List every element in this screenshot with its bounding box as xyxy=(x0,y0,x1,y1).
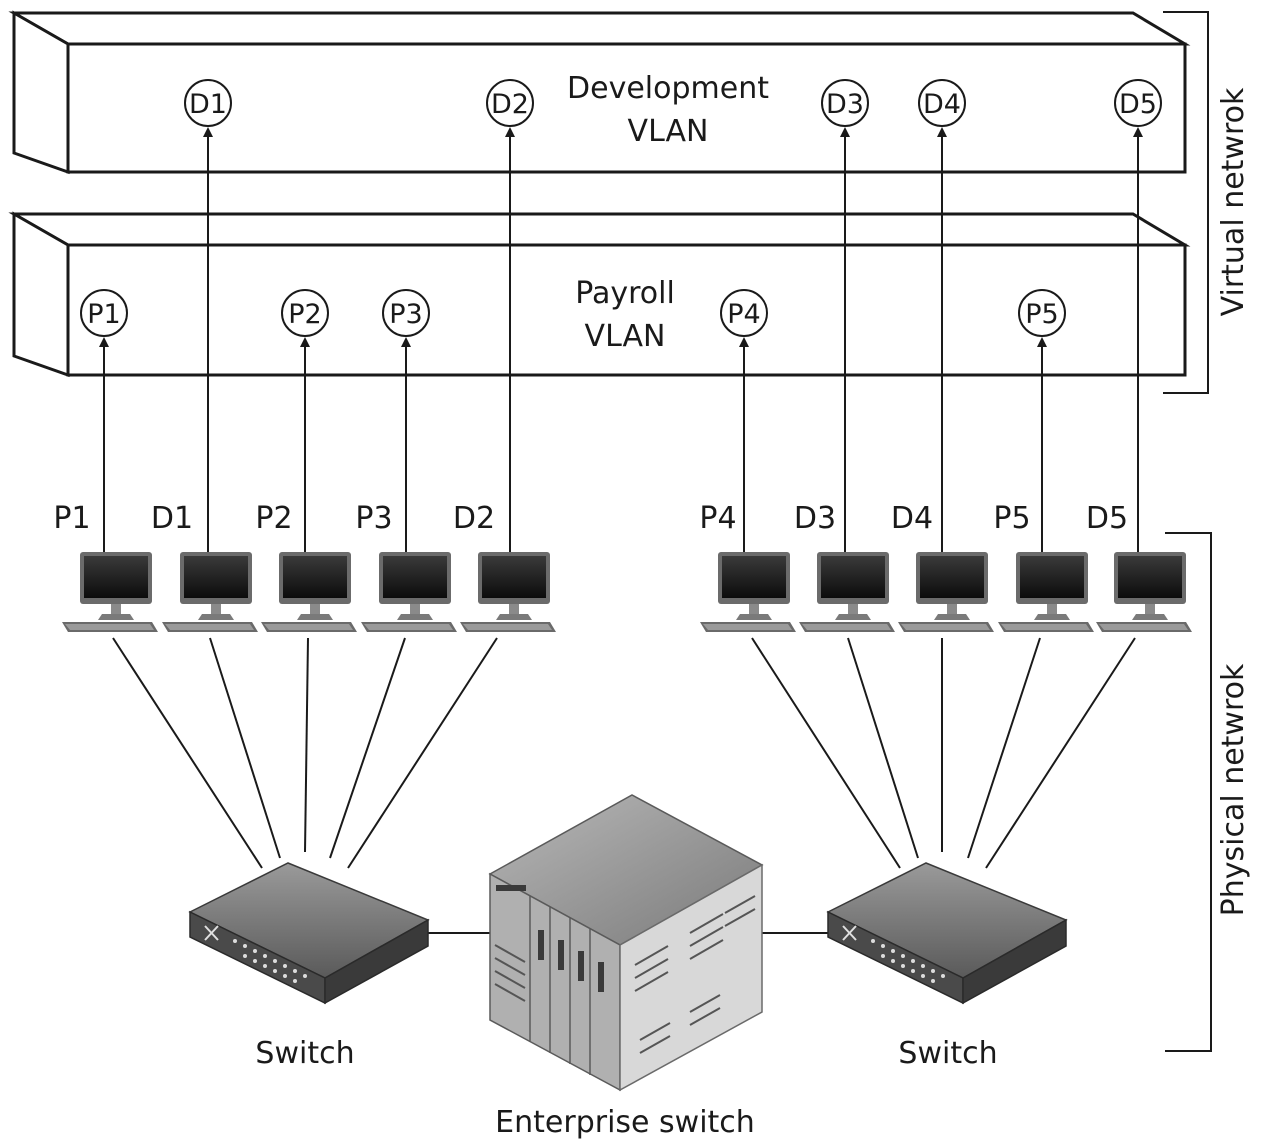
left-switch-icon xyxy=(188,862,430,1005)
cable-right-5 xyxy=(985,637,1136,869)
computer-label-d5: D5 xyxy=(1086,501,1128,536)
development-vlan-box-top xyxy=(8,11,1191,46)
development-vlan-title-line1: Development xyxy=(567,71,769,106)
node-p4-label: P4 xyxy=(727,299,760,330)
cable-left-5 xyxy=(347,637,498,869)
computer-label-p1: P1 xyxy=(53,501,90,536)
cable-left-3 xyxy=(304,637,309,853)
enterprise-switch-icon xyxy=(488,794,764,1092)
development-vlan-title-line2: VLAN xyxy=(628,114,709,149)
node-d2-circle xyxy=(486,79,534,127)
payroll-nodes: P1 P2 P3 P4 P5 xyxy=(80,289,1066,337)
cable-right-2 xyxy=(847,637,919,859)
left-switch-label: Switch xyxy=(255,1036,354,1071)
node-d4-label: D4 xyxy=(923,89,961,120)
vlan-arrows xyxy=(99,127,1143,555)
node-d3-circle xyxy=(821,79,869,127)
computer-label-d4: D4 xyxy=(891,501,933,536)
cable-right-4 xyxy=(967,637,1041,859)
node-p5-label: P5 xyxy=(1025,299,1058,330)
node-d1-circle xyxy=(184,79,232,127)
computer-d1-icon xyxy=(162,552,258,632)
computer-d5-icon xyxy=(1096,552,1192,632)
payroll-vlan-box-front xyxy=(66,243,1187,377)
node-d1-label: D1 xyxy=(189,89,227,120)
virtual-network-label: Virtual netwrok xyxy=(1216,87,1251,316)
cable-left-2 xyxy=(209,637,281,859)
enterprise-switch-label: Enterprise switch xyxy=(495,1105,755,1140)
node-d5-label: D5 xyxy=(1119,89,1157,120)
computer-p1-icon xyxy=(62,552,158,632)
computer-label-p3: P3 xyxy=(355,501,392,536)
computer-labels: P1 D1 P2 P3 D2 P4 D3 D4 P5 D5 xyxy=(53,501,1128,536)
computer-label-d2: D2 xyxy=(453,501,495,536)
computer-label-d1: D1 xyxy=(151,501,193,536)
right-switch-label: Switch xyxy=(898,1036,997,1071)
physical-cables xyxy=(112,637,1136,934)
development-vlan-box xyxy=(8,10,1191,175)
payroll-vlan-title-line1: Payroll xyxy=(575,276,675,311)
computer-p4-icon xyxy=(700,552,796,632)
node-p1-label: P1 xyxy=(87,299,120,330)
node-d2-label: D2 xyxy=(491,89,529,120)
payroll-vlan-box xyxy=(8,211,1191,378)
node-p1-circle xyxy=(80,289,128,337)
node-d5-circle xyxy=(1114,79,1162,127)
development-vlan-box-front xyxy=(66,42,1187,174)
right-switch-icon xyxy=(826,862,1068,1005)
virtual-network-bracket xyxy=(1163,11,1209,394)
computer-d4-icon xyxy=(898,552,994,632)
physical-network-label: Physical netwrok xyxy=(1216,663,1251,916)
development-nodes: D1 D2 D3 D4 D5 xyxy=(184,79,1162,127)
computer-label-p5: P5 xyxy=(993,501,1030,536)
node-d4-circle xyxy=(918,79,966,127)
computer-label-p2: P2 xyxy=(255,501,292,536)
node-p4-circle xyxy=(720,289,768,337)
brackets xyxy=(1163,11,1212,1052)
cable-left-4 xyxy=(329,637,406,859)
node-p3-circle xyxy=(382,289,430,337)
node-p2-label: P2 xyxy=(288,299,321,330)
computers xyxy=(62,552,1192,632)
computer-p3-icon xyxy=(361,552,457,632)
computer-label-p4: P4 xyxy=(699,501,736,536)
cable-left-1 xyxy=(112,637,263,869)
cable-right-1 xyxy=(751,637,901,869)
payroll-vlan-box-top xyxy=(8,212,1191,247)
node-p5-circle xyxy=(1018,289,1066,337)
node-p2-circle xyxy=(281,289,329,337)
node-d3-label: D3 xyxy=(826,89,864,120)
computer-d3-icon xyxy=(799,552,895,632)
node-p3-label: P3 xyxy=(389,299,422,330)
computer-p5-icon xyxy=(998,552,1094,632)
payroll-vlan-title-line2: VLAN xyxy=(585,319,666,354)
computer-label-d3: D3 xyxy=(794,501,836,536)
computer-p2-icon xyxy=(261,552,357,632)
physical-network-bracket xyxy=(1165,532,1212,1052)
computer-d2-icon xyxy=(460,552,556,632)
